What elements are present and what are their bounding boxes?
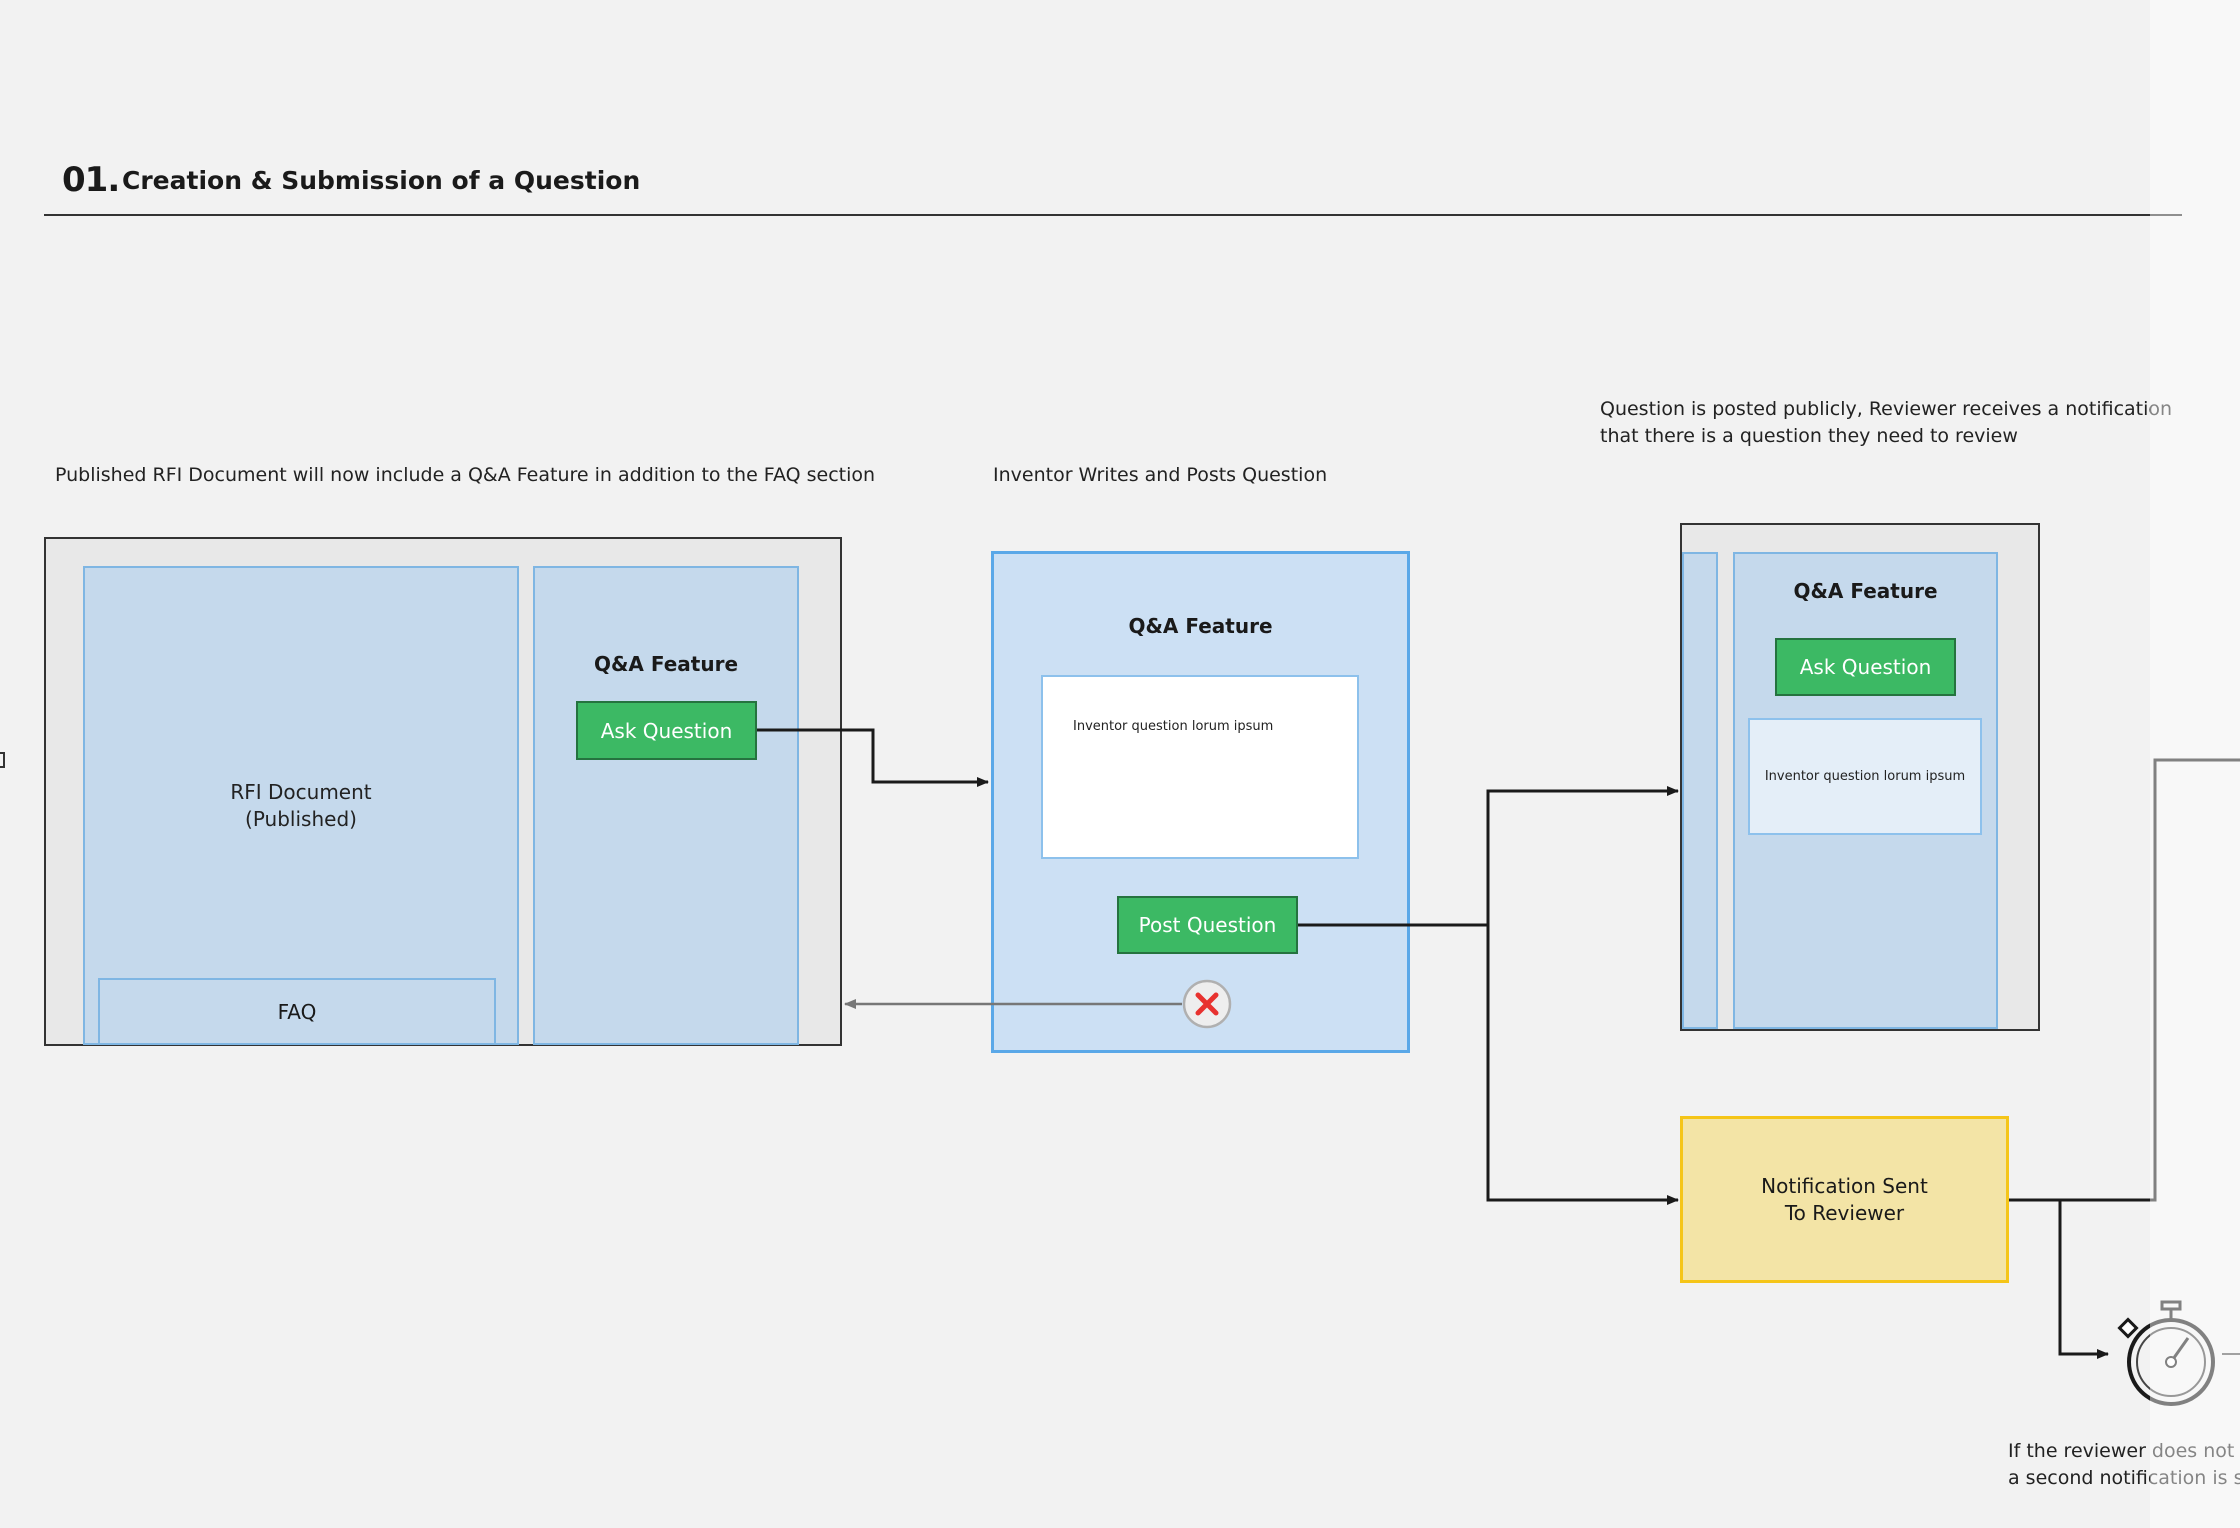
post-question-label: Post Question <box>1138 913 1277 937</box>
qa-feature-title-1: Q&A Feature <box>593 652 739 676</box>
notification-box: Notification Sent To Reviewer <box>1680 1116 2009 1283</box>
ask-question-button-3[interactable]: Ask Question <box>1775 638 1956 696</box>
caption-posted-line1: Question is posted publicly, Reviewer re… <box>1600 398 2173 420</box>
connector-ask-to-modal <box>757 728 989 787</box>
qa-feature-title-2: Q&A Feature <box>1128 614 1273 638</box>
rfi-document-label: RFI Document <box>230 779 372 804</box>
offcanvas-connector-stub <box>0 752 5 768</box>
qa-feature-panel-1 <box>533 566 799 1045</box>
connector-notification-to-timer <box>2058 1200 2109 1359</box>
connector-notification-right <box>2009 758 2240 1202</box>
ask-question-label-3: Ask Question <box>1799 655 1932 679</box>
rfi-document-status: (Published) <box>245 806 357 831</box>
ask-question-label-1: Ask Question <box>600 718 733 743</box>
caption-published-doc: Published RFI Document will now include … <box>55 464 876 486</box>
cancel-button[interactable] <box>1182 979 1232 1029</box>
rfi-document-panel: RFI Document (Published) <box>83 566 519 1045</box>
question-textarea[interactable]: Inventor question lorum ipsum <box>1041 675 1359 859</box>
connector-branch-to-posted <box>1486 786 1679 925</box>
document-edge-panel <box>1682 552 1718 1029</box>
stopwatch-icon <box>2117 1300 2215 1406</box>
faq-label: FAQ <box>277 999 317 1024</box>
close-x-icon <box>1182 979 1232 1029</box>
notification-line2: To Reviewer <box>1784 1200 1905 1225</box>
posted-question-card[interactable]: Inventor question lorum ipsum <box>1748 718 1982 835</box>
section-divider <box>44 214 2182 216</box>
caption-reminder-line1: If the reviewer does not res <box>2008 1440 2240 1462</box>
post-question-button[interactable]: Post Question <box>1117 896 1298 954</box>
section-number: 01. <box>62 160 120 200</box>
notification-line1: Notification Sent <box>1761 1173 1928 1198</box>
caption-inventor-writes: Inventor Writes and Posts Question <box>993 464 1328 486</box>
caption-posted-line2: that there is a question they need to re… <box>1600 425 2018 447</box>
ask-question-button-1[interactable]: Ask Question <box>576 701 757 760</box>
caption-posted-publicly: Question is posted publicly, Reviewer re… <box>1600 396 2172 450</box>
connector-branch-to-notification <box>1486 925 1679 1205</box>
caption-reminder: If the reviewer does not res a second no… <box>2008 1438 2240 1492</box>
caption-reminder-line2: a second notification is ser <box>2008 1467 2240 1489</box>
section-title: Creation & Submission of a Question <box>122 166 641 195</box>
qa-feature-title-3: Q&A Feature <box>1793 579 1938 603</box>
question-text-3: Inventor question lorum ipsum <box>1764 769 1966 784</box>
faq-section[interactable]: FAQ <box>98 978 496 1045</box>
question-text-2: Inventor question lorum ipsum <box>1073 719 1274 734</box>
